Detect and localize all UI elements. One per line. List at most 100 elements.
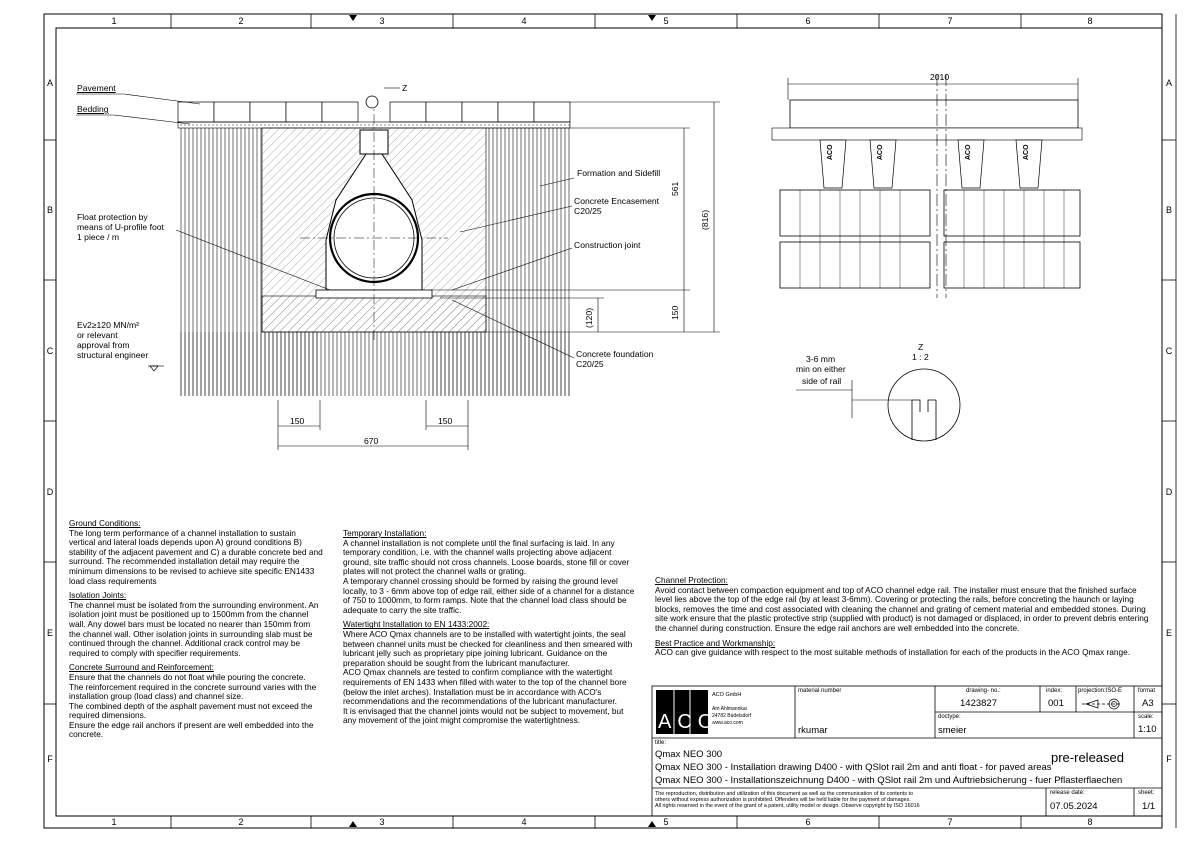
aco-mark-2: ACO (877, 144, 884, 160)
company-name: ACO GmbH (712, 692, 742, 698)
ground-conditions-text: The long term performance of a channel i… (69, 527, 323, 586)
material-number-label: material number (798, 688, 842, 694)
title-label: title: (655, 740, 667, 746)
temporary-title: Temporary Installation: (343, 528, 427, 538)
channel-body (315, 129, 433, 299)
label-float-3: 1 piece / m (77, 232, 120, 242)
projection-symbol (1082, 698, 1122, 710)
title-line-1: Qmax NEO 300 (655, 749, 723, 760)
grid-row-d-right: D (1165, 487, 1173, 497)
company-address-2: 24782 Büdelsdorf (712, 713, 752, 719)
detail-note-1: 3-6 mm (806, 354, 836, 364)
dim-150-right: 150 (438, 416, 453, 426)
label-foundation: Concrete foundation (576, 349, 654, 359)
scale-label: scale: (1138, 714, 1154, 720)
label-foundation-grade: C20/25 (576, 359, 604, 369)
section-view (76, 87, 720, 450)
sidefill-bottom (178, 332, 570, 396)
grid-col-5: 5 (663, 16, 669, 26)
grid-col-5-bottom: 5 (663, 817, 669, 827)
detail-z-title: Z (918, 342, 924, 352)
isolation-joints-text: The channel must be isolated from the su… (69, 599, 319, 658)
surround-text-4: Ensure the edge rail anchors if present … (69, 719, 314, 740)
grid-row-c: C (46, 346, 54, 356)
surround-text-2: The reinforcement required in the concre… (69, 681, 317, 702)
detail-note-2: min on either (796, 364, 846, 374)
label-encasement: Concrete Encasement (574, 196, 660, 206)
copyright-1: The reproduction, distribution and utili… (655, 791, 913, 797)
label-float-1: Float protection by (77, 212, 148, 222)
ground-level-marker (149, 365, 159, 372)
label-z: Z (402, 83, 408, 93)
protection-title: Channel Protection: (655, 575, 728, 585)
index-label: index: (1046, 688, 1063, 694)
best-practice-title: Best Practice and Workmanship: (655, 637, 776, 648)
temporary-text-2: A temporary channel crossing should be f… (343, 575, 635, 615)
grid-col-1-bottom: 1 (111, 817, 117, 827)
isolation-joints-title: Isolation Joints: (69, 590, 127, 601)
grid-row-a-right: A (1165, 78, 1172, 88)
grid-row-f-right: F (1166, 754, 1172, 764)
channel-legs (819, 139, 1043, 189)
aco-mark-4: ACO (1023, 144, 1030, 160)
label-ev2-2: or relevant (77, 330, 118, 340)
grid-col-1: 1 (111, 16, 117, 26)
label-formation: Formation and Sidefill (577, 168, 661, 178)
aco-mark-3: ACO (965, 144, 972, 160)
grid-col-8-bottom: 8 (1087, 817, 1093, 827)
grid-row-c-right: C (1165, 346, 1173, 356)
aco-logo-box (656, 690, 708, 734)
dimension-lines (277, 101, 720, 450)
sheet-value: 1/1 (1142, 801, 1156, 812)
grid-col-2: 2 (238, 16, 244, 26)
company-website: www.aco.com (712, 720, 743, 726)
grid-col-8: 8 (1087, 16, 1093, 26)
temporary-text-1: A channel installation is not complete u… (343, 537, 630, 577)
dim-150-vertical: 150 (670, 305, 680, 320)
title-line-2: Qmax NEO 300 - Installation drawing D400… (655, 762, 1052, 773)
detail-z-scale: 1 : 2 (912, 352, 929, 362)
module-row-lower (779, 241, 1081, 289)
label-construction-joint: Construction joint (574, 240, 641, 250)
center-marks (349, 15, 656, 827)
surround-text-3: The combined depth of the asphalt paveme… (69, 700, 313, 721)
label-bedding: Bedding (77, 104, 109, 114)
aco-mark-1: ACO (827, 144, 834, 160)
protection-text: Avoid contact between compaction equipme… (655, 584, 1149, 633)
drawn-by: rkumar (798, 725, 828, 736)
dim-561: 561 (670, 181, 680, 196)
surround-title: Concrete Surround and Reinforcement: (69, 662, 214, 673)
grid-col-7-bottom: 7 (947, 817, 953, 827)
format-label: format (1138, 688, 1156, 694)
doctype-label: doctype: (938, 714, 961, 720)
scale-value: 1:10 (1138, 724, 1157, 735)
aco-logo-label: ACO (658, 711, 720, 733)
grid-col-2-bottom: 2 (238, 817, 244, 827)
dim-816: (816) (700, 209, 710, 230)
detail-z-marker (365, 95, 379, 109)
status-text: pre-released (1051, 750, 1124, 765)
notes-left: Ground Conditions: The long term perform… (69, 518, 323, 740)
watertight-title: Watertight Installation to EN 1433:2002: (343, 619, 490, 630)
detail-note-3: side of rail (802, 376, 842, 386)
notes-right: Channel Protection: Avoid contact betwee… (655, 575, 1155, 658)
label-pavement: Pavement (77, 83, 116, 93)
grid-col-3-bottom: 3 (379, 817, 385, 827)
module-row-upper (779, 189, 1081, 237)
label-ev2-4: structural engineer (77, 350, 149, 360)
grid-col-3: 3 (379, 16, 385, 26)
grid-row-a: A (46, 78, 53, 88)
pavement-blocks (177, 101, 571, 123)
centerlines (300, 96, 448, 340)
release-date-label: release date: (1050, 790, 1085, 796)
dim-2010: 2010 (930, 72, 950, 82)
grid-col-7: 7 (947, 16, 953, 26)
checked-by: smeier (938, 725, 967, 736)
company-address-1: Am Ahlmannkai (712, 706, 747, 712)
grid-col-4: 4 (521, 16, 527, 26)
format-value: A3 (1142, 698, 1154, 709)
drawing-no: 1423827 (960, 698, 997, 709)
grid-row-f: F (47, 754, 53, 764)
grid-col-6-bottom: 6 (805, 817, 811, 827)
